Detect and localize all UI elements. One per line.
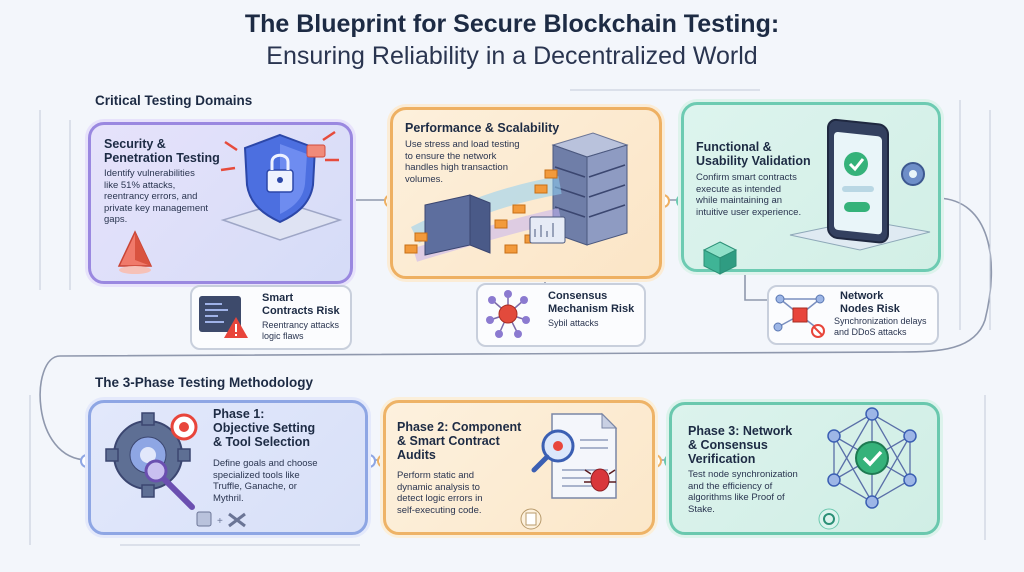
gear-small-icon <box>818 508 840 530</box>
page-subtitle: Ensuring Reliability in a Decentralized … <box>266 42 758 70</box>
network-check-icon <box>827 407 917 509</box>
node-cluster-icon <box>486 290 530 338</box>
functional-card-title: Functional &Usability Validation <box>696 140 811 168</box>
document-badge-icon <box>520 508 542 530</box>
phase-3-card <box>669 402 940 535</box>
cube-icon <box>702 241 738 275</box>
consensus-risk-description: Sybil attacks <box>548 318 599 328</box>
page-title: The Blueprint for Secure Blockchain Test… <box>244 10 780 38</box>
document-bug-icon <box>531 412 618 499</box>
svg-text:+: + <box>217 516 223 527</box>
phase-1-title: Phase 1:Objective Setting& Tool Selectio… <box>213 407 316 449</box>
section-heading-domains: Critical Testing Domains <box>95 93 253 108</box>
shield-lock-icon <box>220 130 343 241</box>
section-heading-methodology: The 3-Phase Testing Methodology <box>95 375 314 390</box>
code-warning-icon <box>199 296 248 338</box>
network-block-icon <box>773 294 825 338</box>
gear-target-icon <box>105 412 198 510</box>
warning-pyramid-icon <box>117 230 153 274</box>
server-stack-icon <box>404 132 629 262</box>
performance-card-title: Performance & Scalability <box>405 121 560 135</box>
smartphone-check-icon <box>789 118 931 251</box>
tools-icon: + <box>196 511 246 528</box>
security-card-title: Security &Penetration Testing <box>104 137 220 165</box>
